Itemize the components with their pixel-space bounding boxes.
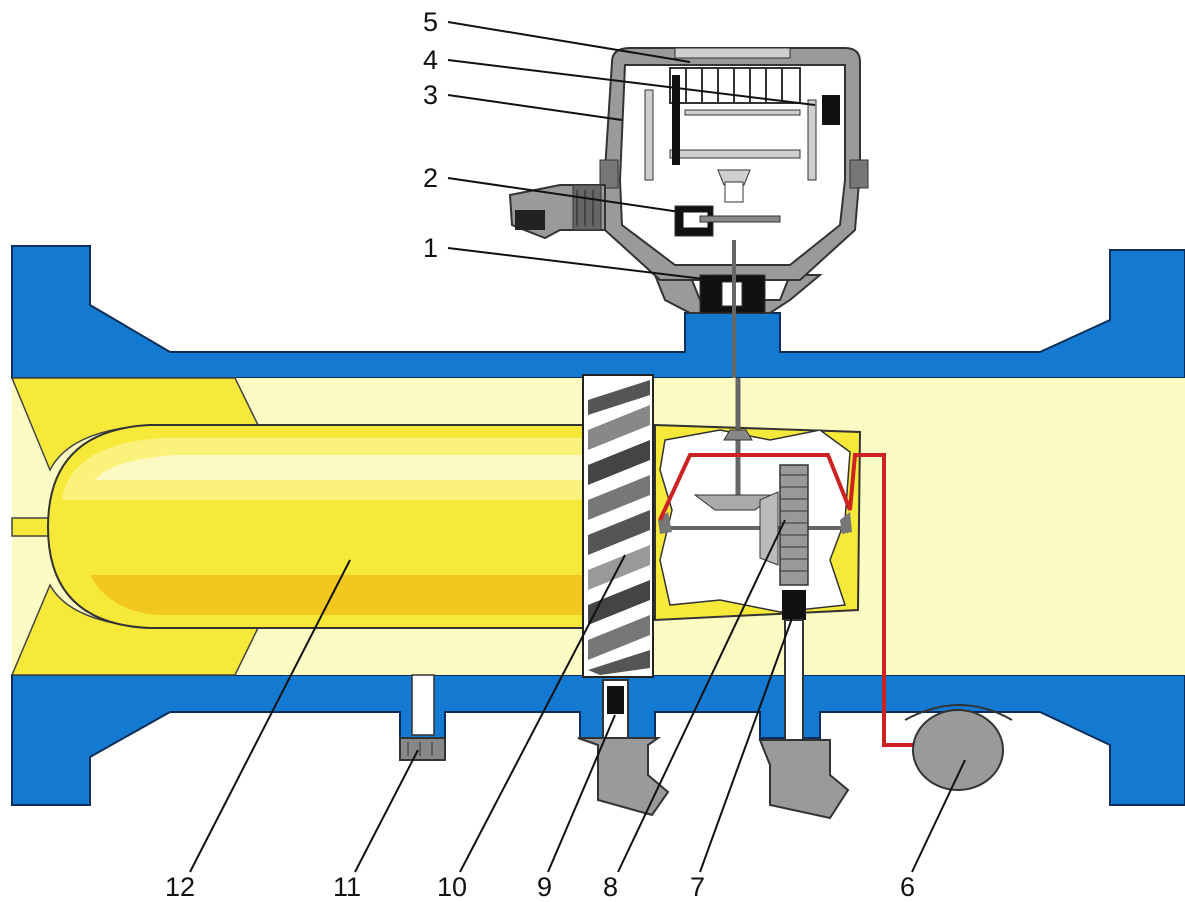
leader-lines <box>189 21 966 873</box>
callout-7: 7 <box>690 872 705 902</box>
leader-6 <box>911 759 966 873</box>
callout-6: 6 <box>900 872 915 902</box>
signal-wire <box>658 453 915 747</box>
callout-9: 9 <box>537 872 552 902</box>
callout-2: 2 <box>423 163 438 193</box>
callout-5: 5 <box>423 7 438 37</box>
callout-labels: 1 2 3 4 5 6 7 8 9 10 11 12 <box>165 7 915 902</box>
callout-11: 11 <box>333 872 361 902</box>
temperature-sensor <box>904 704 1013 791</box>
turbine-wheel <box>582 374 654 678</box>
callout-3: 3 <box>423 80 438 110</box>
leader-5 <box>447 21 691 63</box>
leader-2 <box>447 177 681 213</box>
leader-7 <box>699 609 796 873</box>
pressure-tap <box>399 674 446 761</box>
leader-3 <box>447 94 623 121</box>
gear-wheel <box>779 464 809 586</box>
callout-1: 1 <box>423 233 438 263</box>
leader-9 <box>547 714 616 873</box>
callout-12: 12 <box>165 872 195 902</box>
reference-sensor <box>758 590 850 820</box>
counter-head <box>599 47 869 378</box>
leader-11 <box>354 749 419 873</box>
nose-cone-body <box>46 424 586 629</box>
callout-4: 4 <box>423 45 438 75</box>
leader-12 <box>189 559 351 873</box>
pulse-output-connector <box>508 184 606 240</box>
leader-1 <box>447 247 713 281</box>
callout-8: 8 <box>603 872 618 902</box>
pulse-sensor <box>577 679 670 817</box>
leader-8 <box>617 519 786 873</box>
leader-4 <box>447 59 816 106</box>
callout-10: 10 <box>437 872 467 902</box>
leader-10 <box>459 554 626 873</box>
pipe-upper-wall <box>11 245 1185 379</box>
